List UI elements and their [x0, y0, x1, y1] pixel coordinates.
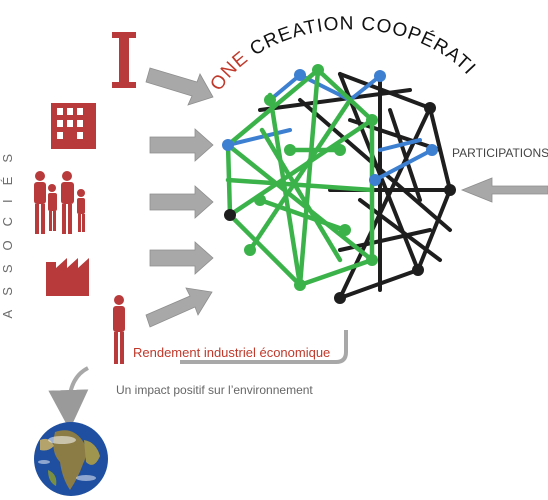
globe-icon [34, 422, 108, 496]
participations-label: PARTICIPATIONS [452, 146, 548, 160]
globe-arrow [48, 366, 90, 430]
building-icon [51, 103, 96, 149]
arrow-from-participations [460, 177, 548, 203]
title-text: ONE CREATION COOPÉRATIVE [0, 0, 480, 95]
arrow-from-businessman [145, 287, 213, 328]
yield-label: Rendement industriel économique [133, 345, 331, 360]
arrow-from-family [149, 185, 214, 219]
arrow-from-letter-i [145, 67, 214, 106]
input-arrows [145, 67, 548, 328]
impact-label: Un impact positif sur l’environnement [116, 383, 313, 397]
businessman-icon [113, 295, 125, 364]
arrow-from-factory [149, 241, 214, 275]
letter-i-icon [112, 32, 136, 88]
family-icon [34, 171, 85, 234]
title-one: ONE [206, 47, 252, 95]
factory-icon [46, 258, 89, 296]
lattice-sphere [222, 64, 456, 304]
yield-connector [180, 330, 348, 364]
arrow-from-building [149, 128, 214, 162]
